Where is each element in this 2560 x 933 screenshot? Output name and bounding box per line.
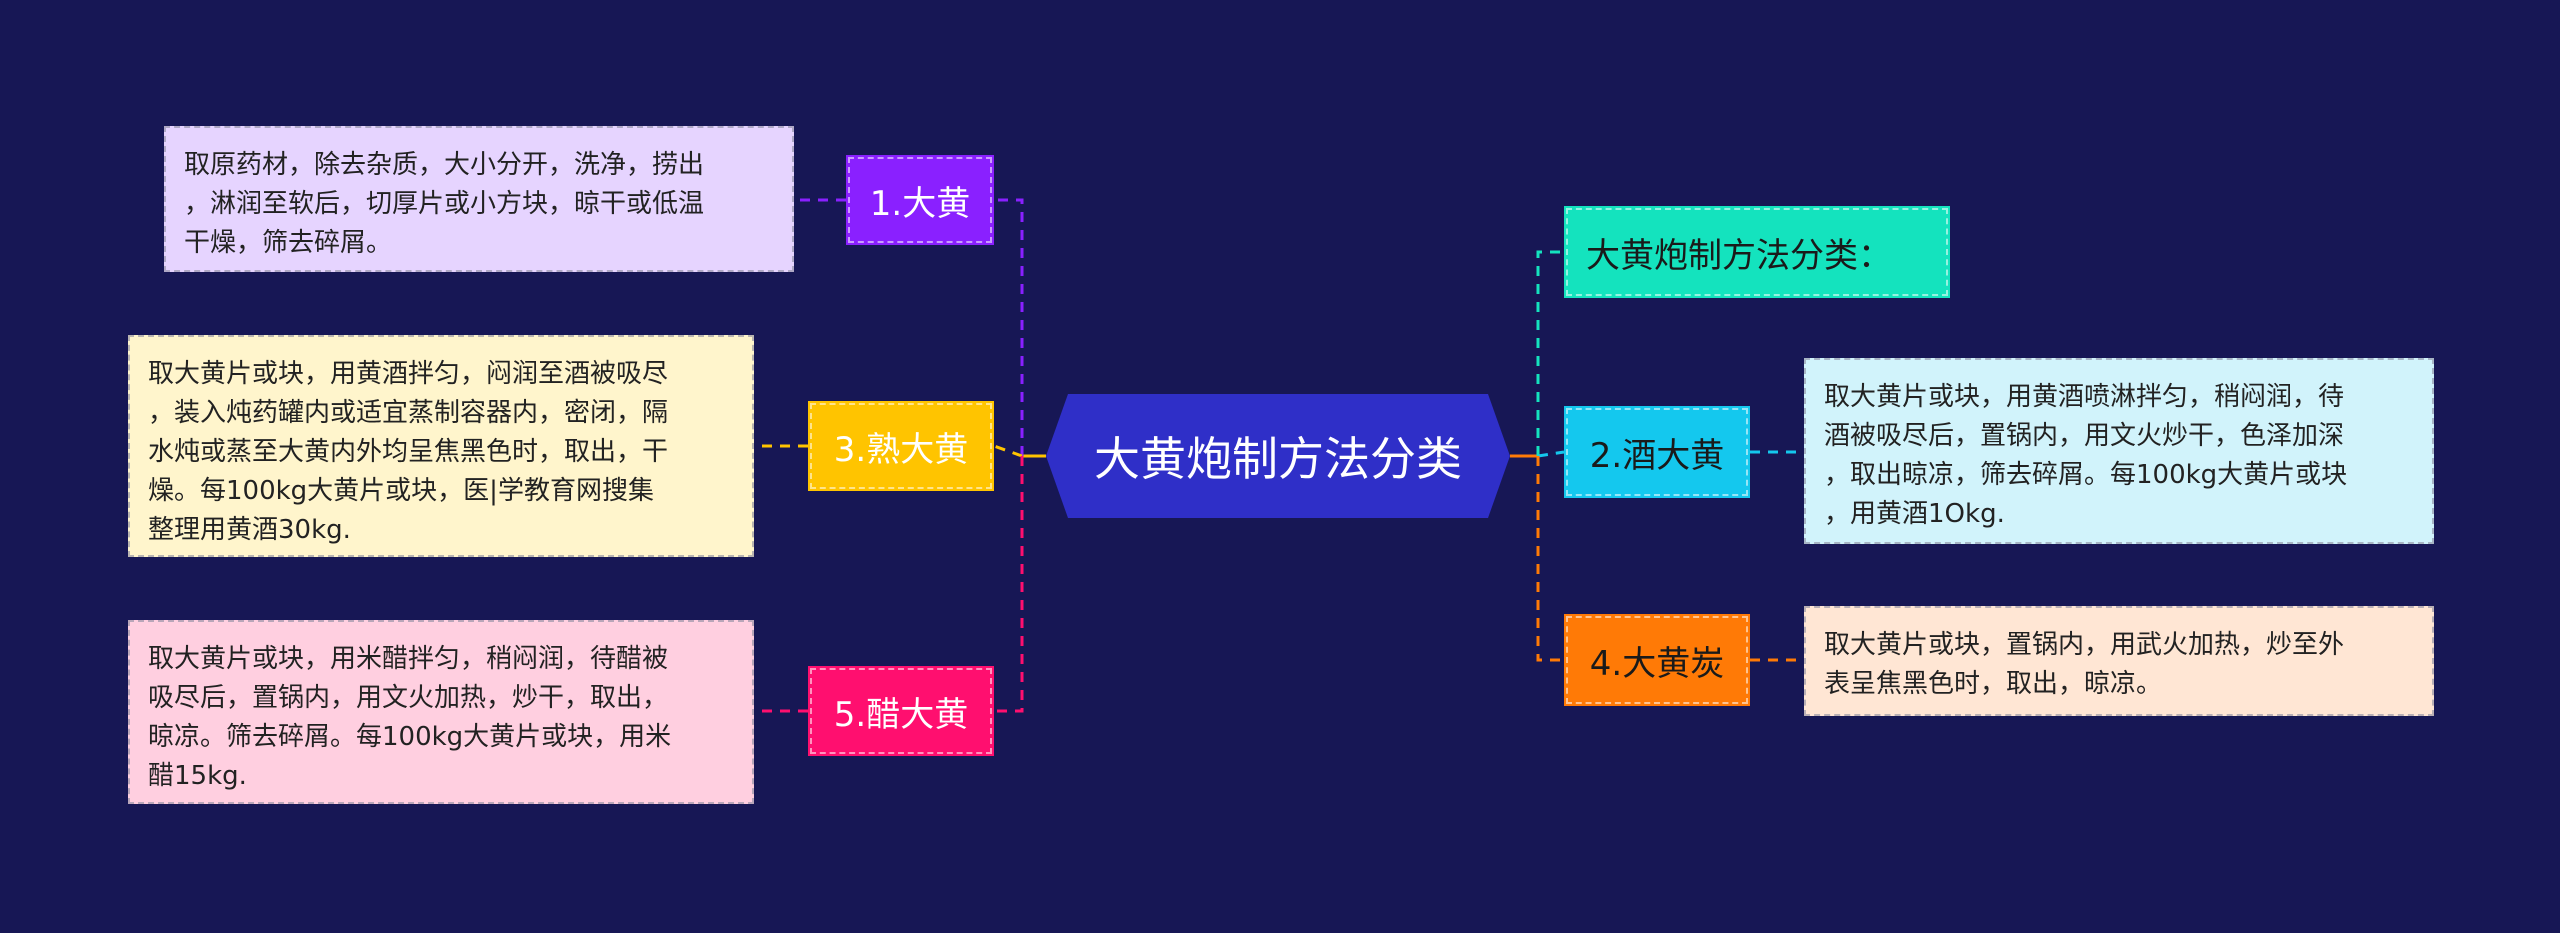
- branch-label: 1.大黄: [869, 183, 971, 224]
- branch-label: 3.熟大黄: [833, 429, 969, 470]
- branch-label: 2.酒大黄: [1589, 435, 1725, 476]
- branch-node-jiu-dahuang[interactable]: 2.酒大黄: [1564, 406, 1750, 498]
- branch-node-shu-dahuang[interactable]: 3.熟大黄: [808, 401, 994, 491]
- connector-dahuang: [994, 198, 1024, 456]
- branch-label: 5.醋大黄: [833, 694, 969, 735]
- connector-cu-dahuang: [994, 456, 1024, 713]
- branch-label: 大黄炮制方法分类：: [1586, 235, 1892, 276]
- branch-node-cu-dahuang[interactable]: 5.醋大黄: [808, 666, 994, 756]
- detail-text-jiu-dahuang: 取大黄片或块，用黄酒喷淋拌匀，稍闷润，待 酒被吸尽后，置锅内，用文火炒干，色泽加…: [1804, 358, 2434, 544]
- branch-label: 4.大黄炭: [1589, 643, 1725, 684]
- detail-text-dahuang-tan: 取大黄片或块，置锅内，用武火加热，炒至外 表呈焦黑色时，取出，晾凉。: [1804, 606, 2434, 716]
- detail-text-cu-dahuang: 取大黄片或块，用米醋拌匀，稍闷润，待醋被 吸尽后，置锅内，用文火加热，炒干，取出…: [128, 620, 754, 804]
- branch-node-category-title[interactable]: 大黄炮制方法分类：: [1564, 206, 1950, 298]
- root-node[interactable]: 大黄炮制方法分类: [1046, 394, 1510, 518]
- branch-node-dahuang[interactable]: 1.大黄: [846, 155, 994, 245]
- root-label: 大黄炮制方法分类: [1094, 432, 1462, 486]
- connector-jiu-dahuang: [1537, 450, 1565, 458]
- connector-shu-dahuang: [993, 444, 1023, 458]
- connector-category-title: [1536, 250, 1564, 456]
- detail-text-dahuang: 取原药材，除去杂质，大小分开，洗净，捞出 ，淋润至软后，切厚片或小方块，晾干或低…: [164, 126, 794, 272]
- connector-dahuang-tan: [1536, 456, 1564, 662]
- root-hexagon: [1046, 394, 1510, 518]
- branch-node-dahuang-tan[interactable]: 4.大黄炭: [1564, 614, 1750, 706]
- detail-text-shu-dahuang: 取大黄片或块，用黄酒拌匀，闷润至酒被吸尽 ，装入炖药罐内或适宜蒸制容器内，密闭，…: [128, 335, 754, 557]
